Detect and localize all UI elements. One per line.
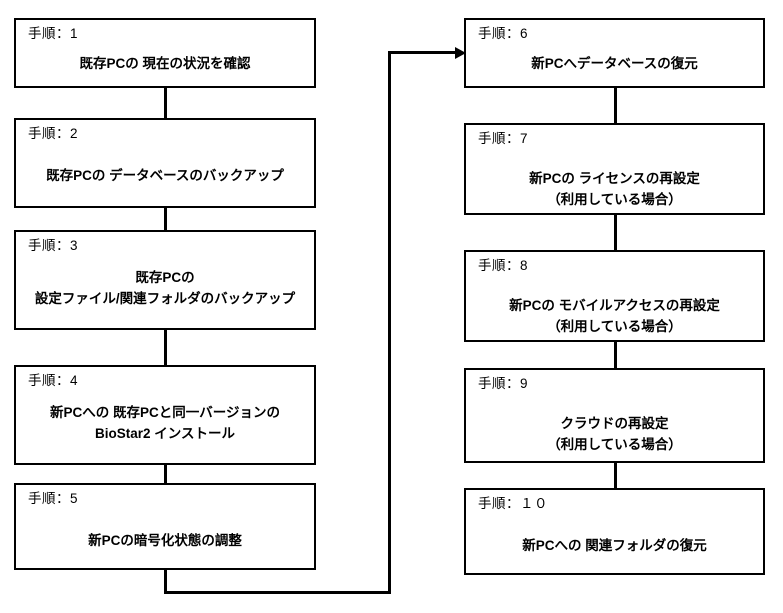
connector-step-3-to-step-4 bbox=[164, 328, 167, 367]
step-number-2: 手順：2 bbox=[28, 126, 79, 141]
step-title-line: （利用している場合） bbox=[547, 436, 682, 452]
step-box-2[interactable]: 手順：2 既存PCの データベースのバックアップ bbox=[14, 118, 316, 208]
step-title-1: 既存PCの 現在の状況を確認 bbox=[16, 54, 314, 75]
step-number-6: 手順：6 bbox=[478, 26, 529, 41]
step-box-1[interactable]: 手順：1 既存PCの 現在の状況を確認 bbox=[14, 18, 316, 88]
step-title-line: 新PCへの 既存PCと同一バージョンの bbox=[50, 405, 280, 420]
connector-step-5-to-step-6-horizontal-bottom bbox=[164, 591, 391, 594]
connector-step-5-to-step-6-horizontal-top bbox=[388, 51, 458, 54]
step-title-line: （利用している場合） bbox=[547, 318, 682, 334]
step-title-line: 設定ファイル/関連フォルダのバックアップ bbox=[34, 290, 296, 306]
step-title-line: 新PCへの 関連フォルダの復元 bbox=[522, 538, 707, 553]
step-number-8: 手順：8 bbox=[478, 258, 529, 273]
step-number-4: 手順：4 bbox=[28, 373, 79, 388]
step-number-7: 手順：7 bbox=[478, 131, 529, 146]
step-title-line: 既存PCの データベースのバックアップ bbox=[46, 168, 284, 183]
step-title-line: （利用している場合） bbox=[547, 191, 682, 207]
step-title-8: 新PCの モバイルアクセスの再設定 （利用している場合） bbox=[466, 296, 763, 338]
step-title-line: BioStar2 インストール bbox=[95, 425, 235, 441]
step-title-3: 既存PCの 設定ファイル/関連フォルダのバックアップ bbox=[16, 268, 314, 310]
connector-step-7-to-step-8 bbox=[614, 213, 617, 252]
step-number-3: 手順：3 bbox=[28, 238, 79, 253]
step-box-3[interactable]: 手順：3 既存PCの 設定ファイル/関連フォルダのバックアップ bbox=[14, 230, 316, 330]
step-title-line: 新PCの モバイルアクセスの再設定 bbox=[509, 298, 720, 313]
step-box-5[interactable]: 手順：5 新PCの暗号化状態の調整 bbox=[14, 483, 316, 570]
step-title-line: 新PCの暗号化状態の調整 bbox=[88, 533, 242, 548]
step-box-8[interactable]: 手順：8 新PCの モバイルアクセスの再設定 （利用している場合） bbox=[464, 250, 765, 342]
step-title-6: 新PCへデータベースの復元 bbox=[466, 54, 763, 75]
arrow-head-into-step-6 bbox=[455, 47, 466, 59]
connector-step-9-to-step-10 bbox=[614, 461, 617, 490]
step-box-6[interactable]: 手順：6 新PCへデータベースの復元 bbox=[464, 18, 765, 88]
connector-step-4-to-step-5 bbox=[164, 463, 167, 485]
connector-step-8-to-step-9 bbox=[614, 340, 617, 370]
step-title-line: 既存PCの 現在の状況を確認 bbox=[79, 56, 251, 71]
connector-step-5-down-segment bbox=[164, 568, 167, 594]
connector-step-1-to-step-2 bbox=[164, 86, 167, 120]
step-box-4[interactable]: 手順：4 新PCへの 既存PCと同一バージョンの BioStar2 インストール bbox=[14, 365, 316, 465]
step-box-7[interactable]: 手順：7 新PCの ライセンスの再設定 （利用している場合） bbox=[464, 123, 765, 215]
step-number-5: 手順：5 bbox=[28, 491, 79, 506]
step-title-line: 新PCの ライセンスの再設定 bbox=[529, 171, 700, 186]
step-title-5: 新PCの暗号化状態の調整 bbox=[16, 531, 314, 552]
step-title-7: 新PCの ライセンスの再設定 （利用している場合） bbox=[466, 169, 763, 211]
step-title-2: 既存PCの データベースのバックアップ bbox=[16, 166, 314, 187]
step-title-10: 新PCへの 関連フォルダの復元 bbox=[466, 536, 763, 557]
step-number-9: 手順：9 bbox=[478, 376, 529, 391]
connector-step-6-to-step-7 bbox=[614, 86, 617, 125]
step-number-10: 手順：１０ bbox=[478, 496, 548, 511]
step-title-line: クラウドの再設定 bbox=[560, 416, 669, 431]
step-title-line: 新PCへデータベースの復元 bbox=[531, 56, 698, 71]
connector-step-5-to-step-6-vertical-riser bbox=[388, 51, 391, 594]
connector-step-2-to-step-3 bbox=[164, 206, 167, 232]
step-box-9[interactable]: 手順：9 クラウドの再設定 （利用している場合） bbox=[464, 368, 765, 463]
step-title-4: 新PCへの 既存PCと同一バージョンの BioStar2 インストール bbox=[16, 403, 314, 445]
step-box-10[interactable]: 手順：１０ 新PCへの 関連フォルダの復元 bbox=[464, 488, 765, 575]
step-title-9: クラウドの再設定 （利用している場合） bbox=[466, 414, 763, 456]
step-number-1: 手順：1 bbox=[28, 26, 79, 41]
step-title-line: 既存PCの bbox=[135, 270, 195, 285]
